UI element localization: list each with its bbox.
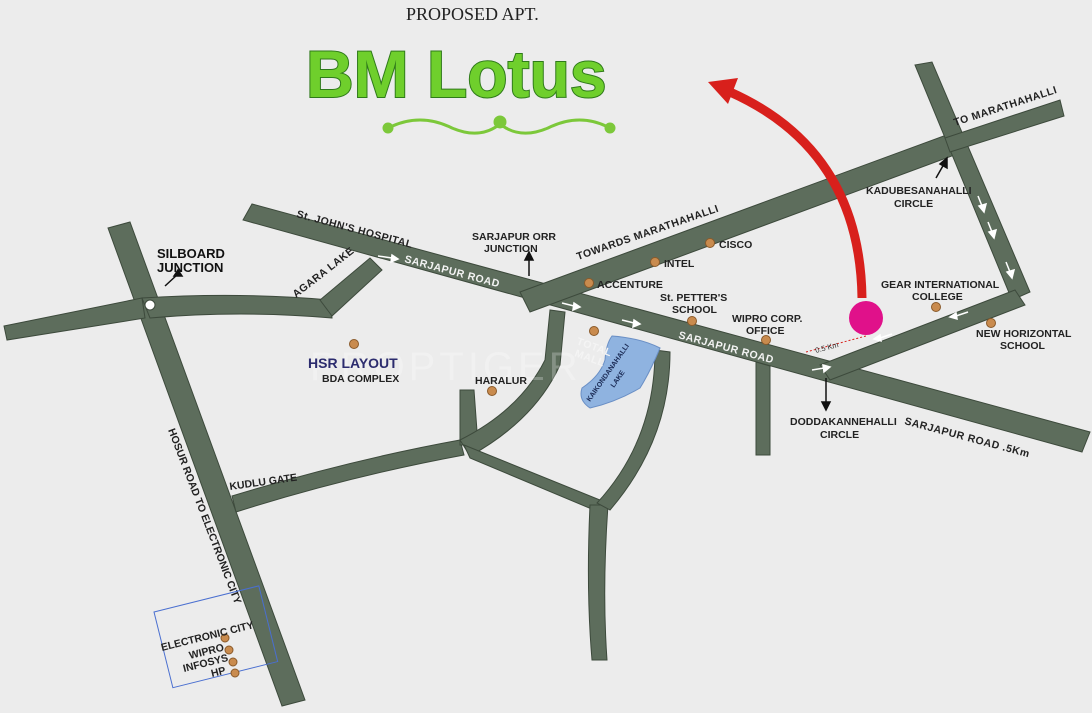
label-hp: HP bbox=[210, 665, 227, 680]
poi-dots bbox=[220, 238, 996, 667]
label-new-horizontal-1: NEW HORIZONTAL bbox=[976, 328, 1072, 340]
label-silboard-1: SILBOARD bbox=[157, 246, 225, 261]
south-road-2 bbox=[587, 504, 609, 661]
label-st-petters-1: St. PETTER'S bbox=[660, 292, 727, 304]
distance-label: 0.5 Km bbox=[814, 340, 839, 355]
label-gear-college-2: COLLEGE bbox=[912, 291, 963, 303]
road-network bbox=[3, 61, 1091, 707]
poi-dot-gear-college bbox=[931, 302, 941, 312]
direction-arrows bbox=[377, 195, 1016, 374]
label-wipro-corp-2: OFFICE bbox=[746, 325, 785, 337]
watermark: PROPTIGER bbox=[310, 345, 582, 389]
kaikondanahalli-lake bbox=[580, 335, 661, 409]
pointer-arrow bbox=[708, 78, 867, 299]
label-st-petters-2: SCHOOL bbox=[672, 304, 718, 316]
doddakannehalli-road bbox=[755, 361, 771, 456]
poi-dot-intel bbox=[650, 257, 660, 267]
poi-dot-st-petters bbox=[687, 316, 697, 326]
label-sarjapur-orr-1: SARJAPUR ORR bbox=[472, 231, 556, 243]
ornament-divider bbox=[382, 115, 616, 135]
label-haralur: HARALUR bbox=[475, 375, 527, 387]
label-accenture: ACCENTURE bbox=[597, 279, 663, 291]
label-cisco: CISCO bbox=[719, 239, 752, 251]
poi-dot-cisco bbox=[705, 238, 715, 248]
poi-dot-electronic-city bbox=[220, 633, 230, 643]
poi-dot-hsr bbox=[349, 339, 359, 349]
poi-dot-infosys bbox=[228, 657, 238, 667]
header-subtitle: PROPOSED APT. bbox=[406, 4, 539, 24]
agara-lake-road bbox=[319, 257, 383, 317]
poi-dot-total-mall bbox=[589, 326, 599, 336]
silboard-roundabout bbox=[144, 299, 156, 311]
poi-dot-wipro bbox=[224, 645, 234, 655]
sarjapur-road bbox=[242, 203, 1091, 453]
hosur-road bbox=[107, 221, 306, 707]
poi-dot-new-horizontal bbox=[986, 318, 996, 328]
label-gear-college-1: GEAR INTERNATIONAL bbox=[881, 279, 1000, 291]
label-new-horizontal-2: SCHOOL bbox=[1000, 340, 1046, 352]
label-hsr-layout: HSR LAYOUT bbox=[308, 355, 398, 371]
label-doddakannehalli-1: DODDAKANNEHALLI bbox=[790, 416, 897, 428]
label-kadubesanahalli-1: KADUBESANAHALLI bbox=[866, 185, 972, 197]
lake-side-road bbox=[596, 349, 671, 511]
poi-dot-hp bbox=[230, 668, 240, 678]
south-road-1 bbox=[463, 444, 607, 516]
label-doddakannehalli-2: CIRCLE bbox=[820, 429, 859, 441]
poi-dot-accenture bbox=[584, 278, 594, 288]
to-marathahalli-stub bbox=[944, 99, 1065, 153]
label-pointers bbox=[164, 156, 948, 412]
label-kadubesanahalli-2: CIRCLE bbox=[894, 198, 933, 210]
label-bda-complex: BDA COMPLEX bbox=[322, 373, 399, 385]
label-wipro-corp-1: WIPRO CORP. bbox=[732, 313, 802, 325]
east-ring-road bbox=[914, 61, 1031, 301]
gear-college-road bbox=[819, 289, 1026, 381]
project-location-marker[interactable] bbox=[849, 301, 883, 335]
poi-dot-haralur bbox=[487, 386, 497, 396]
label-intel: INTEL bbox=[664, 258, 695, 270]
label-sarjapur-orr-2: JUNCTION bbox=[484, 243, 538, 255]
total-mall-road bbox=[459, 309, 566, 457]
electronic-city-box: ELECTRONIC CITY WIPRO INFOSYS HP bbox=[153, 585, 279, 689]
label-silboard-2: JUNCTION bbox=[157, 260, 223, 275]
silboard-west-road bbox=[3, 297, 146, 341]
header-title: BM Lotus bbox=[306, 37, 607, 111]
silboard-hsr-road bbox=[141, 294, 333, 319]
poi-dot-wipro-corp bbox=[761, 335, 771, 345]
kudlu-gate-road bbox=[231, 439, 465, 513]
